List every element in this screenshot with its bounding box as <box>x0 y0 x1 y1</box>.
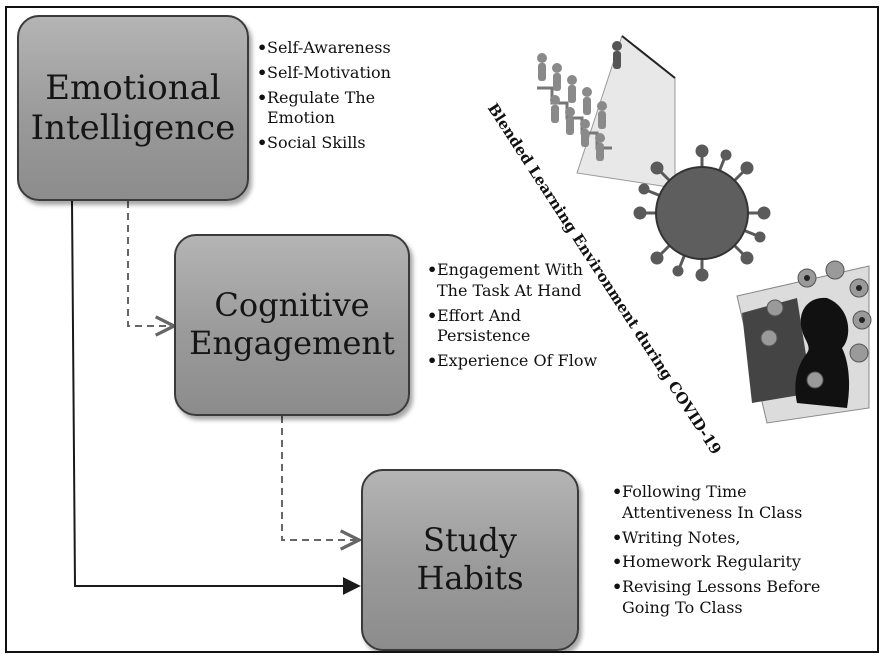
bullet-following-time: Following Time Attentiveness In Class <box>612 482 820 524</box>
edge-emotional-to-study <box>71 200 361 595</box>
bullet-writing-notes: Writing Notes, <box>612 528 820 549</box>
bullet-experience-flow: Experience Of Flow <box>427 351 597 372</box>
study-habits-title: Study Habits <box>416 521 524 597</box>
emotional-intelligence-box: Emotional Intelligence <box>17 15 249 201</box>
cognitive-engagement-box: Cognitive Engagement <box>174 234 410 416</box>
emotional-intelligence-bullets: Self-Awareness Self-Motivation Regulate … <box>257 38 391 158</box>
bullet-self-awareness: Self-Awareness <box>257 38 391 59</box>
bullet-regulate-emotion: Regulate The Emotion <box>257 88 391 130</box>
cognitive-engagement-title: Cognitive Engagement <box>189 286 395 362</box>
study-habits-box: Study Habits <box>361 469 579 651</box>
connector-layer <box>71 35 872 595</box>
bullet-effort-persistence: Effort And Persistence <box>427 306 597 348</box>
virus-icon <box>633 144 771 282</box>
diagram-frame: Blended Learning Environment during COVI… <box>5 6 879 653</box>
cognitive-engagement-bullets: Engagement With The Task At Hand Effort … <box>427 260 597 376</box>
emotional-intelligence-title: Emotional Intelligence <box>30 67 236 148</box>
edge-cognitive-to-study <box>281 416 359 540</box>
bullet-social-skills: Social Skills <box>257 133 391 154</box>
study-habits-bullets: Following Time Attentiveness In Class Wr… <box>612 482 820 623</box>
people-climbing-stairs-icon <box>537 35 676 189</box>
bullet-homework-regularity: Homework Regularity <box>612 552 820 573</box>
bullet-engagement-task: Engagement With The Task At Hand <box>427 260 597 302</box>
bullet-revising-lessons: Revising Lessons Before Going To Class <box>612 577 820 619</box>
edge-emotional-to-cognitive <box>127 201 174 326</box>
online-learner-icon <box>736 260 872 424</box>
bullet-self-motivation: Self-Motivation <box>257 63 391 84</box>
